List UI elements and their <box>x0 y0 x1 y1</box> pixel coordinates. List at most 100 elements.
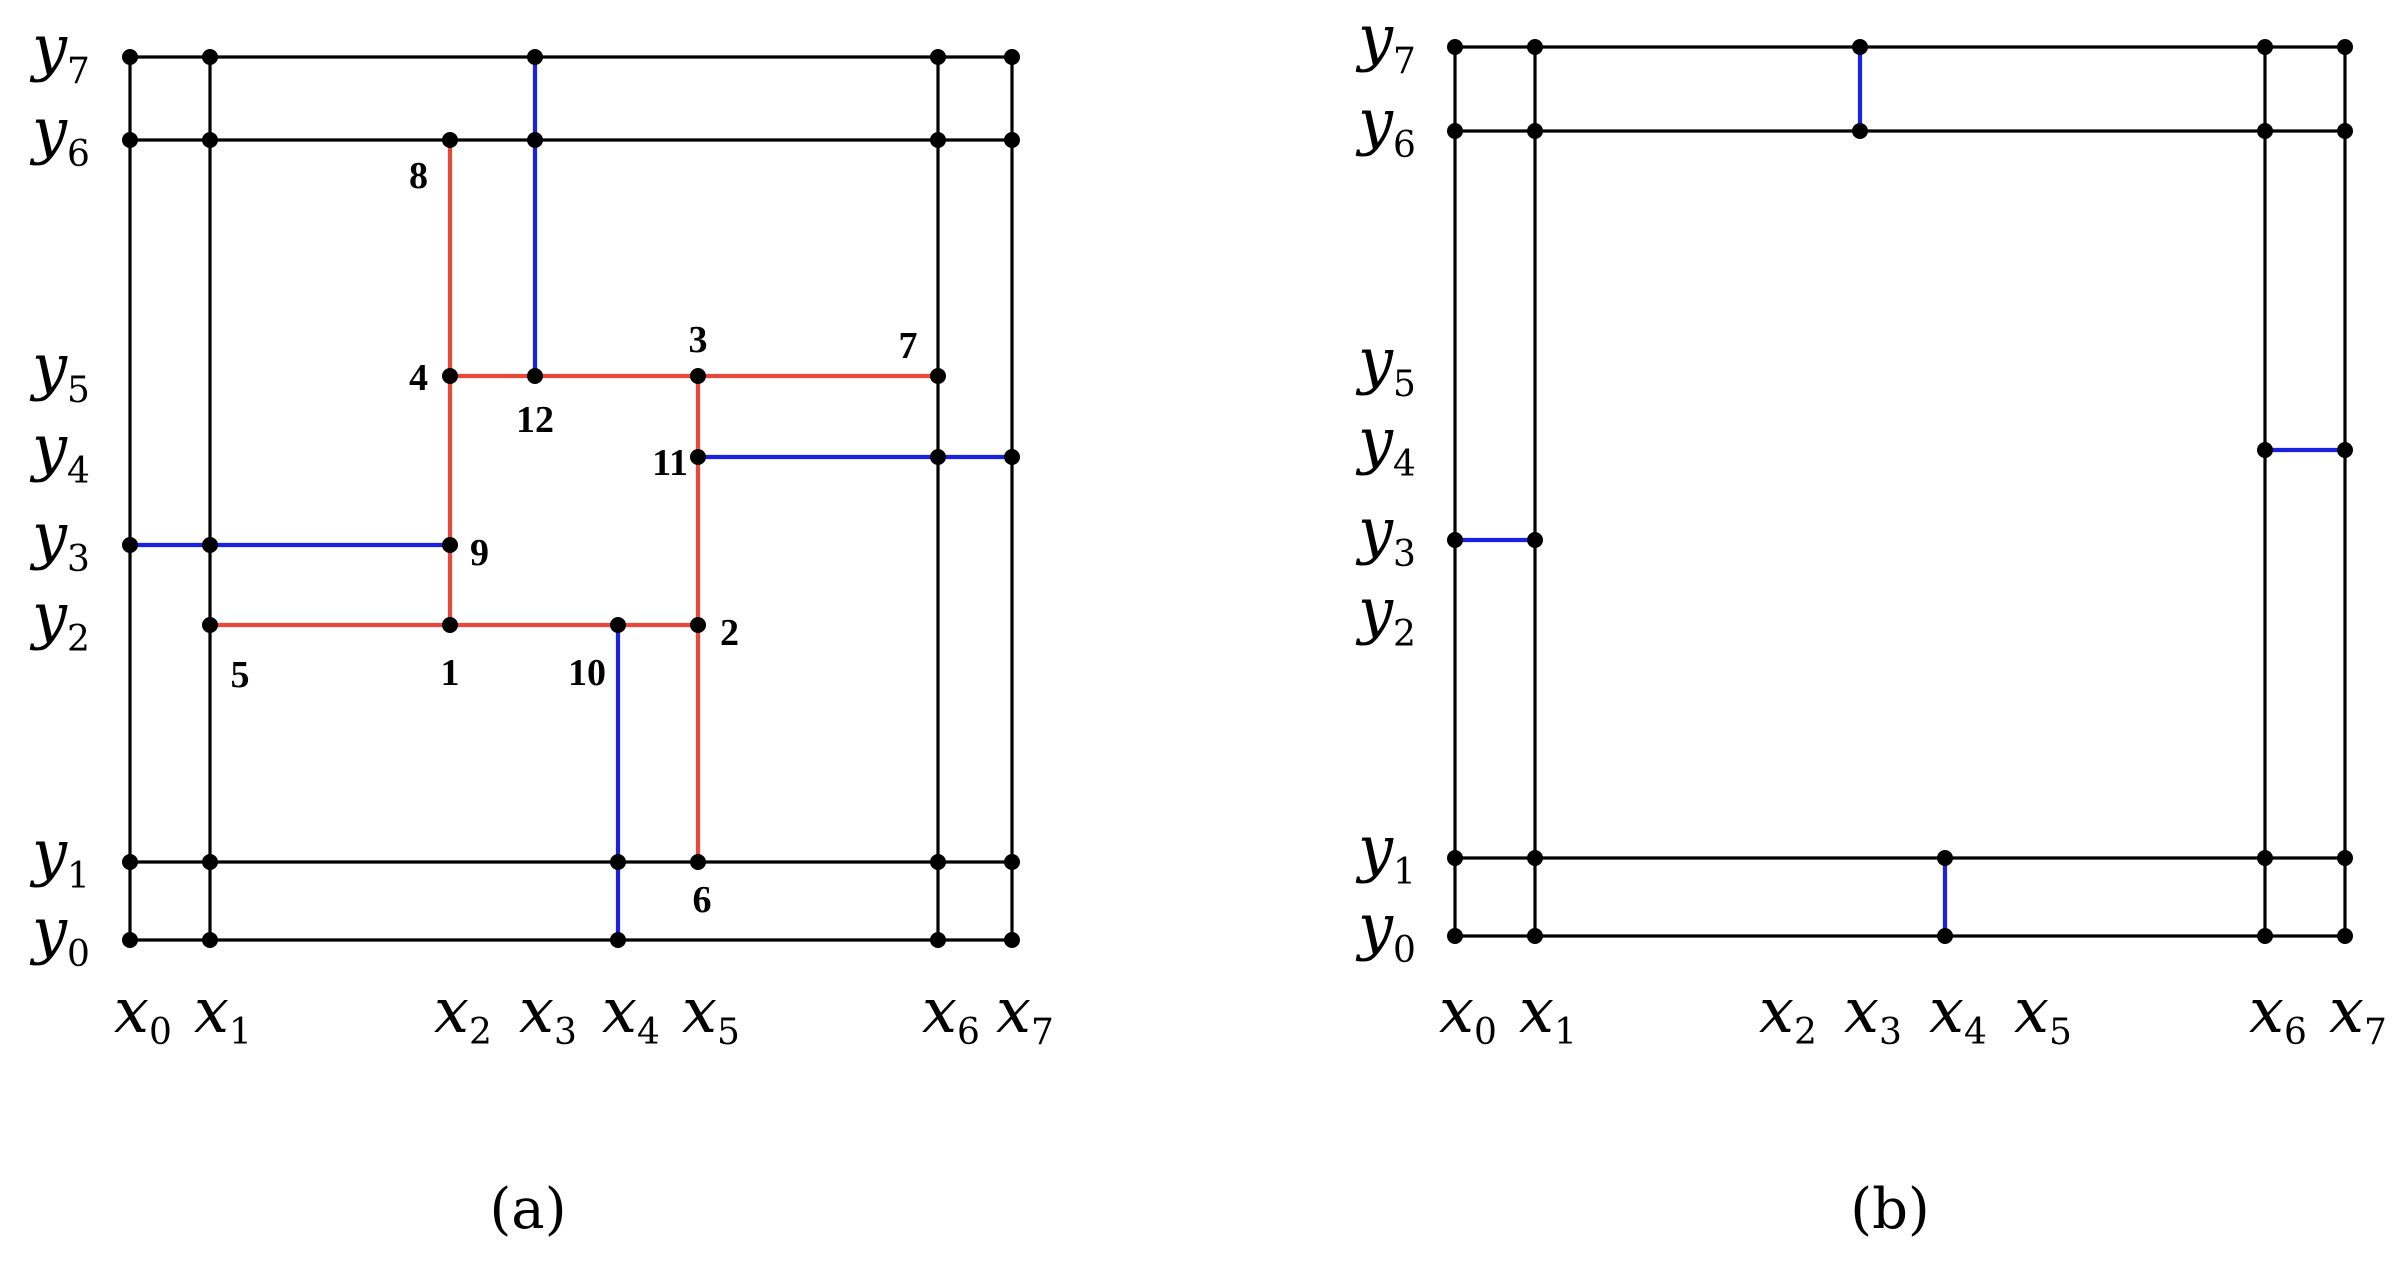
caption-a: (a) <box>489 1177 566 1242</box>
grid-node <box>1004 932 1020 948</box>
x-axis-label: x7 <box>996 974 1054 1053</box>
y-axis-label-base: y <box>29 330 68 403</box>
y-axis-label-base: y <box>29 499 68 572</box>
grid-node <box>122 132 138 148</box>
grid-node <box>2257 39 2273 55</box>
grid-node <box>202 537 218 553</box>
y-axis-label-base: y <box>1355 404 1394 477</box>
x-axis-label-sub: 5 <box>717 1012 740 1053</box>
grid-node <box>1447 39 1463 55</box>
x-axis-label-base: x <box>519 974 554 1047</box>
x-axis-label-sub: 1 <box>1554 1012 1577 1053</box>
x-axis-label: x5 <box>2014 974 2072 1053</box>
y-axis-label-base: y <box>29 816 68 889</box>
grid-node <box>610 854 626 870</box>
grid-node <box>2337 123 2353 139</box>
y-axis-label: y2 <box>1355 574 1416 655</box>
y-axis-label-base: y <box>1355 1 1394 74</box>
x-axis-label: x2 <box>1759 974 1817 1053</box>
y-axis-label-sub: 4 <box>1393 444 1416 485</box>
grid-node <box>122 49 138 65</box>
x-axis-label-sub: 5 <box>2049 1012 2072 1053</box>
y-axis-label: y1 <box>29 816 90 897</box>
grid-node <box>2257 928 2273 944</box>
y-axis-label: y6 <box>29 94 90 175</box>
x-axis-label-base: x <box>1844 974 1879 1047</box>
grid-node <box>1937 850 1953 866</box>
y-axis-label: y4 <box>1355 404 1416 485</box>
y-axis-label: y5 <box>29 330 90 411</box>
y-axis-label-sub: 1 <box>67 856 90 897</box>
x-axis-label: x6 <box>922 974 980 1053</box>
grid-node <box>1447 850 1463 866</box>
x-axis-label-sub: 4 <box>637 1012 660 1053</box>
x-axis-label-base: x <box>682 974 717 1047</box>
grid-node <box>2337 850 2353 866</box>
grid-node <box>930 449 946 465</box>
grid-node <box>610 617 626 633</box>
y-axis-label: y3 <box>1355 494 1416 575</box>
y-axis-label: y7 <box>1355 1 1416 82</box>
grid-node <box>1937 928 1953 944</box>
point-label: 3 <box>689 319 708 361</box>
grid-node <box>2337 928 2353 944</box>
grid-node <box>442 537 458 553</box>
y-axis-label-sub: 5 <box>67 370 90 411</box>
grid-node <box>202 132 218 148</box>
point-label: 11 <box>652 442 688 484</box>
x-axis-label: x4 <box>602 974 660 1053</box>
grid-node <box>690 368 706 384</box>
y-axis-label: y7 <box>29 11 90 92</box>
y-axis-label-sub: 6 <box>1393 125 1416 166</box>
grid-node <box>527 132 543 148</box>
y-axis-label: y4 <box>29 411 90 492</box>
y-axis-label: y3 <box>29 499 90 580</box>
grid-node <box>1527 123 1543 139</box>
y-axis-label-sub: 7 <box>1393 41 1416 82</box>
grid-node <box>442 617 458 633</box>
grid-node <box>2337 39 2353 55</box>
point-label: 6 <box>693 879 712 921</box>
x-axis-label-sub: 6 <box>2284 1012 2307 1053</box>
x-axis-label: x0 <box>1439 974 1497 1053</box>
y-axis-label-base: y <box>1355 494 1394 567</box>
point-label: 1 <box>441 652 460 694</box>
x-axis-label-base: x <box>2329 974 2364 1047</box>
y-axis-label-sub: 3 <box>1393 534 1416 575</box>
y-axis-label: y1 <box>1355 812 1416 893</box>
x-axis-label-base: x <box>434 974 469 1047</box>
y-axis-label-base: y <box>1355 324 1394 397</box>
grid-node <box>610 932 626 948</box>
grid-node <box>1004 132 1020 148</box>
grid-node <box>202 49 218 65</box>
grid-node <box>202 617 218 633</box>
point-label: 12 <box>516 399 554 441</box>
x-axis-label: x5 <box>682 974 740 1053</box>
x-axis-label-sub: 0 <box>1474 1012 1497 1053</box>
grid-node <box>930 368 946 384</box>
y-axis-label-base: y <box>29 894 68 967</box>
x-axis-label-base: x <box>1519 974 1554 1047</box>
x-axis-label-sub: 6 <box>957 1012 980 1053</box>
grid-node <box>930 932 946 948</box>
grid-node <box>202 932 218 948</box>
grid-node <box>1527 928 1543 944</box>
y-axis-label-sub: 4 <box>67 451 90 492</box>
y-axis-label-base: y <box>1355 890 1394 963</box>
grid-node <box>690 617 706 633</box>
grid-node <box>527 49 543 65</box>
grid-node <box>2257 442 2273 458</box>
y-axis-label-base: y <box>29 579 68 652</box>
x-axis-label-sub: 7 <box>2364 1012 2387 1053</box>
y-axis-label: y0 <box>29 894 90 975</box>
y-axis-label-sub: 7 <box>67 51 90 92</box>
x-axis-label-base: x <box>1439 974 1474 1047</box>
point-label: 2 <box>720 612 739 654</box>
point-label: 8 <box>409 155 428 197</box>
x-axis-label-sub: 3 <box>1879 1012 1902 1053</box>
x-axis-label: x2 <box>434 974 492 1053</box>
grid-node <box>1447 123 1463 139</box>
